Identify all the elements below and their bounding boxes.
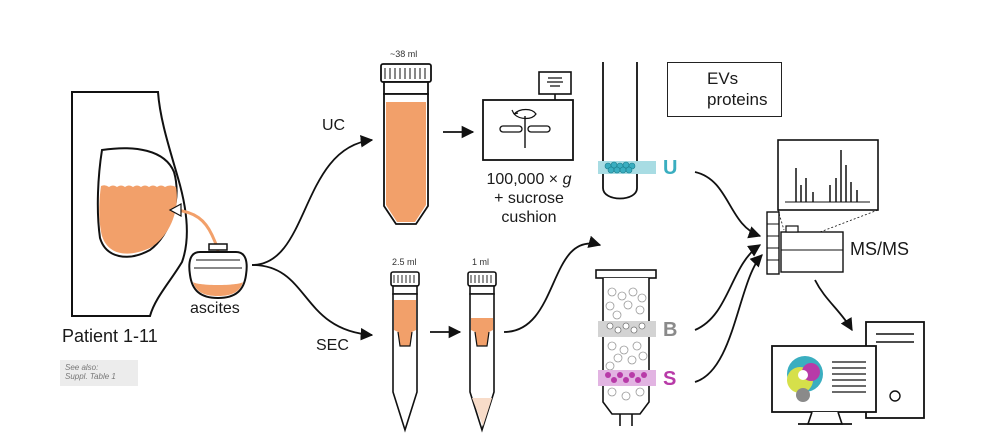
- uc-volume-label: ~38 ml: [390, 49, 418, 59]
- see-also-line-1: See also:: [65, 363, 99, 372]
- patient-figure: [71, 91, 220, 317]
- sec-label: SEC: [316, 337, 349, 354]
- legend-proteins-label: proteins: [707, 90, 768, 109]
- uc-pellet-tube: [598, 62, 656, 200]
- fraction-b-label: B: [663, 319, 678, 341]
- centrifuge-icon: [482, 71, 574, 161]
- sec-tube-2: [467, 271, 497, 433]
- branch-arrows: [251, 135, 374, 341]
- uc-g-text: g: [562, 171, 572, 188]
- arrow-to-analysis: [814, 279, 853, 332]
- sec-column: [595, 269, 657, 426]
- sec-volume-1-label: 2.5 ml: [392, 257, 417, 267]
- uc-sucrose-text: + sucrose: [494, 190, 564, 207]
- uc-conditions: 100,000 × g + sucrose cushion: [468, 172, 590, 226]
- see-also-note: See also: Suppl. Table 1: [60, 360, 138, 386]
- arrows-to-ms: [694, 171, 763, 383]
- collection-bag: [188, 243, 248, 300]
- evs-cluster: [604, 161, 636, 174]
- spectrum-panel: [777, 139, 879, 211]
- ascites-fluid: [99, 185, 177, 254]
- ascites-label: ascites: [190, 300, 240, 317]
- mass-spectrometer: [766, 139, 879, 275]
- legend-evs-label: EVs: [707, 69, 739, 88]
- legend: EVs proteins: [667, 62, 782, 117]
- uc-tube: [380, 63, 432, 225]
- sec-volume-2-label: 1 ml: [472, 257, 490, 267]
- uc-speed-text: 100,000 ×: [486, 171, 563, 188]
- computer-icon: [771, 321, 925, 425]
- patient-label: Patient 1-11: [62, 326, 158, 346]
- sec-tube-1: [390, 271, 420, 433]
- arrow-to-column: [503, 235, 602, 333]
- msms-label: MS/MS: [850, 239, 910, 259]
- fraction-s-label: S: [663, 368, 677, 390]
- uc-cushion-text: cushion: [501, 209, 557, 226]
- fraction-u-label: U: [663, 157, 678, 179]
- uc-label: UC: [322, 117, 346, 134]
- see-also-line-2: Suppl. Table 1: [65, 372, 116, 382]
